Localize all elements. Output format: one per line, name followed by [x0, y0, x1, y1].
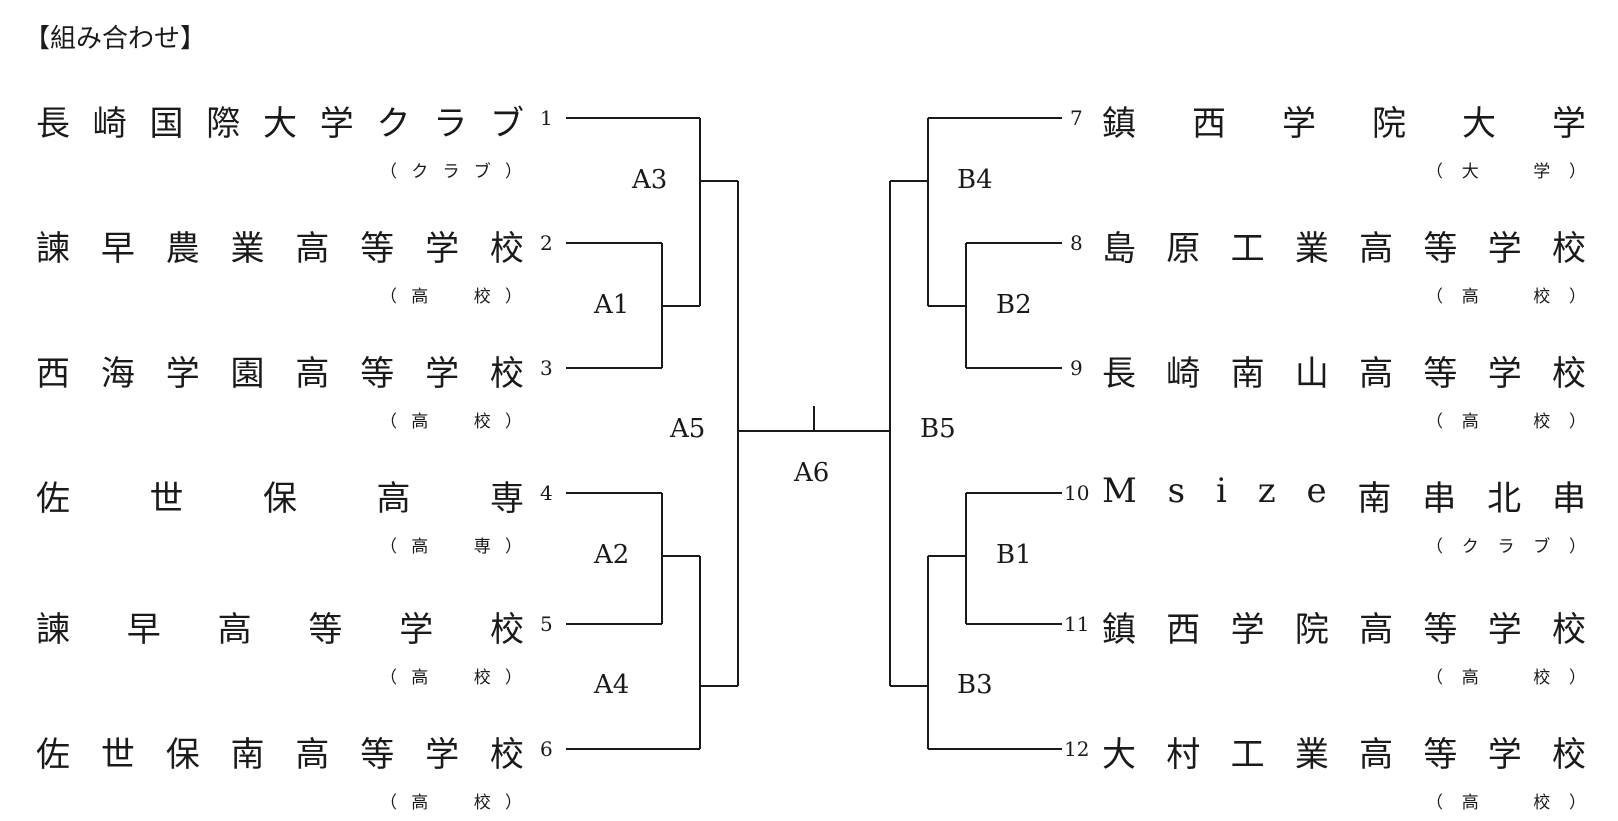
team-category: （クラブ）: [380, 162, 522, 182]
match-label-a4: A4: [594, 670, 630, 700]
match-label-b1: B1: [996, 540, 1032, 570]
line-b4: [890, 118, 929, 306]
line-b3: [890, 556, 929, 749]
seed-number: 3: [540, 356, 553, 380]
team-name: 諫早高等学校: [36, 610, 524, 650]
team-category: （高 校）: [380, 793, 522, 813]
seed-number: 7: [1070, 106, 1083, 130]
team-category: （高 校）: [380, 412, 522, 432]
line-a1: [661, 243, 700, 368]
team-name: 長崎南山高等学校: [1102, 354, 1586, 394]
team-category: （高 校）: [1426, 793, 1586, 813]
seed-number: 1: [540, 106, 553, 130]
team-name: 佐世保南高等学校: [36, 735, 524, 775]
match-label-b4: B4: [957, 165, 993, 195]
seed-number: 5: [540, 612, 553, 636]
team-category: （高 校）: [380, 668, 522, 688]
team-name: 鎮西学院大学: [1102, 104, 1586, 144]
team-name: 佐世保高専: [36, 479, 524, 519]
match-label-a1: A1: [594, 290, 630, 320]
team-category: （高 専）: [380, 537, 522, 557]
team-name: 長崎国際大学クラブ: [36, 104, 524, 144]
team-category: （大 学）: [1426, 162, 1586, 182]
team-category: （高 校）: [1426, 412, 1586, 432]
team-name: 鎮西学院高等学校: [1102, 610, 1586, 650]
seed-number: 2: [540, 231, 553, 255]
match-label-a2: A2: [594, 540, 630, 570]
page-title: 【組み合わせ】: [24, 24, 207, 54]
line-a3: [699, 118, 738, 306]
seed-number: 11: [1064, 612, 1090, 636]
match-label-a5: A5: [670, 414, 706, 444]
team-name: 島原工業高等学校: [1102, 229, 1586, 269]
team-name: 諫早農業高等学校: [36, 229, 524, 269]
seed-number: 9: [1070, 356, 1083, 380]
team-category: （高 校）: [1426, 668, 1586, 688]
team-category: （高 校）: [1426, 287, 1586, 307]
match-label-a3: A3: [632, 165, 668, 195]
line-b2: [928, 243, 967, 368]
seed-number: 4: [540, 481, 553, 505]
line-a6: [738, 406, 890, 432]
team-category: （高 校）: [380, 287, 522, 307]
match-label-a6: A6: [794, 458, 830, 488]
seed-number: 8: [1070, 231, 1083, 255]
line-b1: [928, 493, 967, 624]
line-a4: [699, 556, 738, 749]
team-name: 西海学園高等学校: [36, 354, 524, 394]
match-label-b2: B2: [996, 290, 1032, 320]
match-label-b3: B3: [957, 670, 993, 700]
match-label-b5: B5: [920, 414, 956, 444]
team-name: 大村工業高等学校: [1102, 735, 1586, 775]
seed-number: 6: [540, 737, 553, 761]
line-a2: [661, 493, 700, 624]
seed-number: 10: [1064, 481, 1090, 505]
seed-number: 12: [1064, 737, 1090, 761]
team-category: （クラブ）: [1426, 537, 1586, 557]
